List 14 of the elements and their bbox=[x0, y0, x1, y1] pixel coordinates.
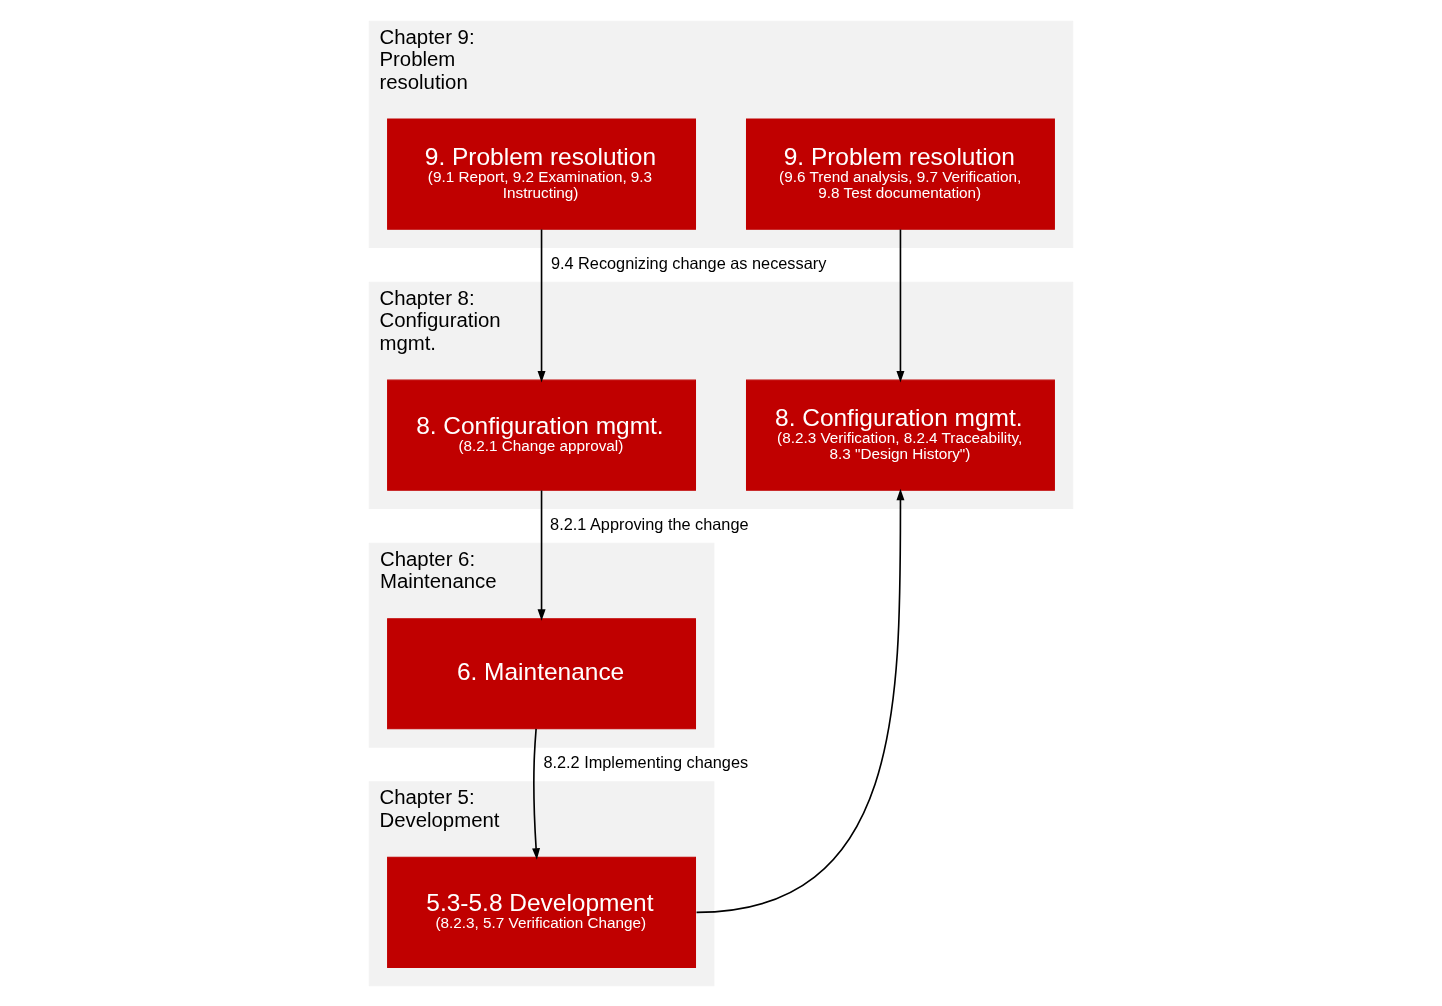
edge-label: 8.2.1 Approving the change bbox=[550, 514, 749, 533]
arrow bbox=[537, 489, 546, 621]
node-box: 9. Problem resolution (9.1 Report, 9.2 Examination, 9.3 Instructing) bbox=[387, 118, 696, 230]
arrow bbox=[537, 228, 546, 382]
node-box: 5.3-5.8 Development (8.2.3, 5.7 Verification Change) bbox=[387, 856, 696, 968]
node-box: 9. Problem resolution (9.6 Trend analysis, 9.7 Verification, 9.8 Test documentation) bbox=[746, 118, 1055, 230]
edge-label: 8.2.2 Implementing changes bbox=[543, 752, 749, 771]
arrow bbox=[896, 228, 905, 382]
arrow bbox=[695, 488, 905, 913]
node-box: 8. Configuration mgmt. (8.2.3 Verification, 8.2.4 Traceability, 8.3 "Design History") bbox=[746, 379, 1055, 491]
node-box: 6. Maintenance bbox=[387, 617, 696, 729]
arrow bbox=[532, 727, 541, 860]
edge-label: 9.4 Recognizing change as necessary bbox=[550, 253, 827, 272]
node-box: 8. Configuration mgmt. (8.2.1 Change approval) bbox=[387, 379, 696, 491]
